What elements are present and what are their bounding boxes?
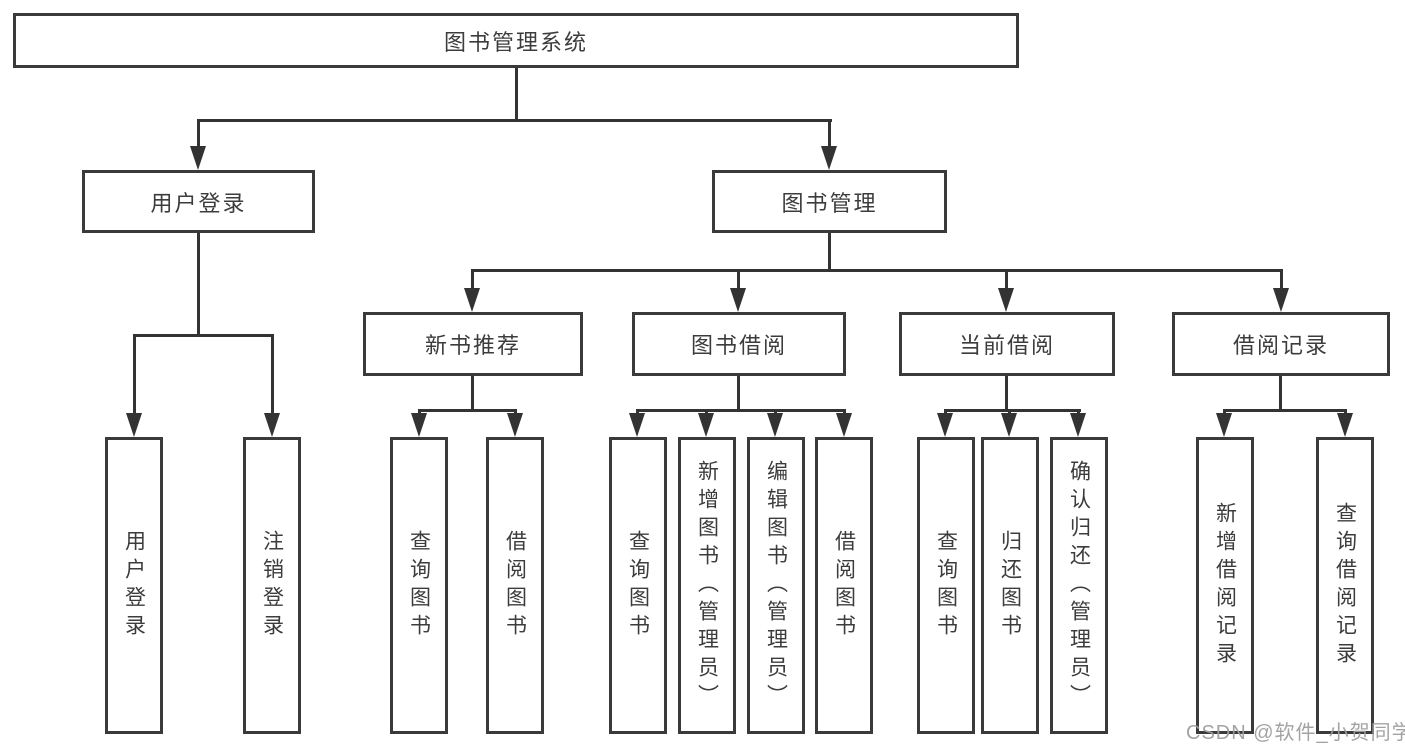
node-borrowing-records: 借阅记录	[1172, 312, 1390, 376]
leaf-current-confirm-return-admin-label: 确认归还（管理员）	[1067, 459, 1091, 712]
node-book-management: 图书管理	[712, 170, 947, 233]
arrowhead-leaf-user-login	[126, 413, 142, 437]
leaf-recommend-query-books: 查询图书	[390, 437, 448, 734]
connector-root-to-book-management	[828, 119, 831, 151]
arrowhead-leaf-cur-query	[937, 413, 953, 437]
node-new-book-recommend: 新书推荐	[363, 312, 583, 376]
connector-recommend-branch	[418, 409, 517, 412]
arrowhead-book-management	[821, 146, 837, 170]
arrowhead-borrowing-records	[1273, 288, 1289, 312]
leaf-recommend-borrow-books: 借阅图书	[486, 437, 544, 734]
leaf-recommend-borrow-books-label: 借阅图书	[503, 529, 527, 642]
leaf-records-add-record-label: 新增借阅记录	[1213, 501, 1237, 670]
node-book-borrowing: 图书借阅	[632, 312, 846, 376]
leaf-current-return-books: 归还图书	[981, 437, 1039, 734]
arrowhead-leaf-bor-add	[698, 413, 714, 437]
arrowhead-new-book-recommend	[464, 288, 480, 312]
connector-records-drop	[1279, 376, 1282, 412]
connector-to-book-borrowing	[737, 269, 740, 293]
connector-user-login-drop	[197, 233, 200, 336]
node-user-login: 用户登录	[82, 170, 315, 233]
leaf-records-query-record: 查询借阅记录	[1316, 437, 1374, 734]
connector-to-leaf-logout	[271, 334, 274, 418]
arrowhead-leaf-rec-borrow	[507, 413, 523, 437]
connector-borrowing-drop	[737, 376, 740, 412]
connector-borrowing-branch	[636, 409, 846, 412]
leaf-logout-login: 注销登录	[243, 437, 301, 734]
connector-current-branch	[944, 409, 1081, 412]
connector-book-management-drop	[828, 233, 831, 272]
connector-user-login-branch	[133, 334, 274, 337]
arrowhead-leaf-bor-borrow	[836, 413, 852, 437]
node-library-system: 图书管理系统	[13, 13, 1019, 68]
leaf-logout-login-label: 注销登录	[260, 529, 284, 642]
arrowhead-user-login	[190, 146, 206, 170]
arrowhead-leaf-rec-query	[411, 413, 427, 437]
connector-to-borrowing-records	[1280, 269, 1283, 293]
leaf-current-confirm-return-admin: 确认归还（管理员）	[1050, 437, 1108, 734]
leaf-records-add-record: 新增借阅记录	[1196, 437, 1254, 734]
arrowhead-leaf-record-add	[1216, 413, 1232, 437]
connector-root-branch	[197, 119, 832, 122]
connector-records-branch	[1223, 409, 1347, 412]
leaf-borrowing-query-books: 查询图书	[609, 437, 667, 734]
arrowhead-leaf-bor-edit	[767, 413, 783, 437]
leaf-borrowing-query-books-label: 查询图书	[626, 529, 650, 642]
connector-to-leaf-user-login	[133, 334, 136, 418]
connector-root-to-user-login	[197, 119, 200, 151]
connector-to-current-borrowing	[1005, 269, 1008, 293]
leaf-user-login-label: 用户登录	[122, 529, 146, 642]
arrowhead-leaf-bor-query	[629, 413, 645, 437]
leaf-borrowing-add-books-admin: 新增图书（管理员）	[678, 437, 736, 734]
connector-current-drop	[1005, 376, 1008, 412]
connector-to-new-book-recommend	[471, 269, 474, 293]
leaf-current-query-books-label: 查询图书	[934, 529, 958, 642]
leaf-borrowing-borrow-books-label: 借阅图书	[832, 529, 856, 642]
leaf-user-login: 用户登录	[105, 437, 163, 734]
leaf-records-query-record-label: 查询借阅记录	[1333, 501, 1357, 670]
leaf-current-query-books: 查询图书	[917, 437, 975, 734]
csdn-watermark: CSDN @软件_小贺同学	[1186, 722, 1405, 744]
leaf-recommend-query-books-label: 查询图书	[407, 529, 431, 642]
connector-book-management-branch	[471, 269, 1283, 272]
arrowhead-leaf-logout	[264, 413, 280, 437]
leaf-borrowing-edit-books-admin: 编辑图书（管理员）	[747, 437, 805, 734]
arrowhead-book-borrowing	[730, 288, 746, 312]
leaf-borrowing-borrow-books: 借阅图书	[815, 437, 873, 734]
leaf-borrowing-add-books-admin-label: 新增图书（管理员）	[695, 459, 719, 712]
leaf-current-return-books-label: 归还图书	[998, 529, 1022, 642]
leaf-borrowing-edit-books-admin-label: 编辑图书（管理员）	[764, 459, 788, 712]
arrowhead-current-borrowing	[998, 288, 1014, 312]
arrowhead-leaf-record-query	[1337, 413, 1353, 437]
arrowhead-leaf-cur-confirm	[1070, 413, 1086, 437]
connector-recommend-drop	[471, 376, 474, 412]
node-current-borrowing: 当前借阅	[899, 312, 1115, 376]
arrowhead-leaf-cur-return	[1001, 413, 1017, 437]
connector-root-drop	[515, 68, 518, 120]
